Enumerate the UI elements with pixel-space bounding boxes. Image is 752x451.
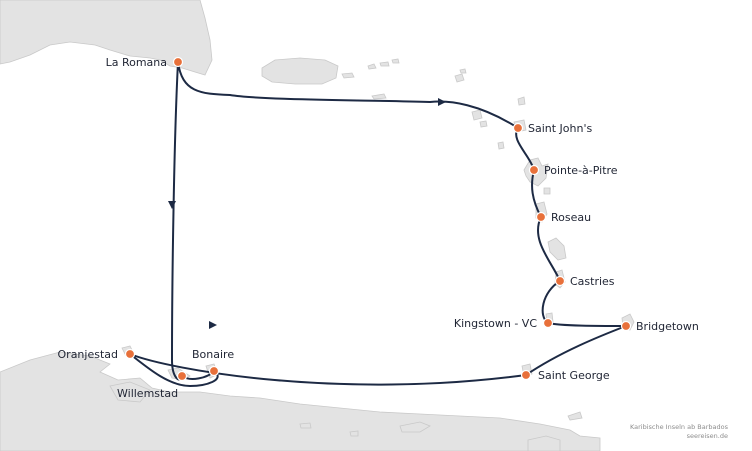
- land-islet-2: [367, 63, 377, 70]
- port-label-willemstad: Willemstad: [117, 387, 178, 400]
- land-islet-3: [379, 61, 390, 67]
- land-barbuda: [517, 96, 526, 106]
- land-islet-5: [371, 93, 387, 100]
- port-marker-castries[interactable]: [554, 275, 566, 287]
- land-islet-9: [479, 120, 488, 128]
- port-marker-la-romana[interactable]: [172, 56, 184, 68]
- route-arrow-west: [438, 98, 446, 106]
- land-islet-1: [341, 72, 355, 79]
- port-marker-willemstad[interactable]: [176, 370, 188, 382]
- land-south-america: [0, 351, 601, 451]
- port-marker-oranjestad[interactable]: [124, 348, 136, 360]
- land-hispaniola: [0, 0, 213, 76]
- land-tobago: [567, 411, 583, 421]
- credit-title: Karibische Inseln ab Barbados: [630, 423, 728, 431]
- land-islet-7: [459, 68, 467, 74]
- land-martinique: [547, 237, 567, 261]
- land-marie-galante: [543, 187, 551, 195]
- port-marker-saint-johns[interactable]: [512, 122, 524, 134]
- land-trinidad: [527, 435, 561, 451]
- port-label-castries: Castries: [570, 275, 615, 288]
- port-label-oranjestad: Oranjestad: [58, 348, 118, 361]
- map-credit: Karibische Inseln ab Barbados seereisen.…: [630, 423, 728, 441]
- route-layer: [129, 61, 627, 387]
- land-puerto-rico: [261, 57, 339, 85]
- port-marker-kingstown[interactable]: [542, 317, 554, 329]
- route-path: [129, 61, 627, 387]
- land-islet-10: [497, 141, 505, 150]
- port-marker-roseau[interactable]: [535, 211, 547, 223]
- route-arrow-south: [168, 201, 176, 209]
- land-islet-8: [471, 109, 483, 121]
- port-marker-bridgetown[interactable]: [620, 320, 632, 332]
- port-label-kingstown: Kingstown - VC: [454, 317, 537, 330]
- port-label-pointe-a-pitre: Pointe-à-Pitre: [544, 164, 618, 177]
- land-islet-6: [454, 73, 465, 83]
- port-label-saint-george: Saint George: [538, 369, 610, 382]
- land-islet-margarita: [399, 421, 431, 433]
- land-guajira: [109, 381, 151, 403]
- port-marker-pointe-a-pitre[interactable]: [528, 164, 540, 176]
- credit-source: seereisen.de: [686, 432, 728, 440]
- land-islet-coche: [349, 430, 359, 437]
- port-marker-bonaire[interactable]: [208, 365, 220, 377]
- route-arrow-east: [209, 321, 217, 329]
- land-islet-4: [391, 58, 400, 64]
- land-islet-tortuga: [299, 422, 312, 429]
- port-label-roseau: Roseau: [551, 211, 591, 224]
- port-label-bonaire: Bonaire: [192, 348, 234, 361]
- ports-layer: La Romana Saint John's Pointe-à-Pitre Ro…: [58, 56, 699, 400]
- port-label-la-romana: La Romana: [106, 56, 167, 69]
- port-label-bridgetown: Bridgetown: [636, 320, 699, 333]
- port-label-saint-johns: Saint John's: [528, 122, 593, 135]
- port-marker-saint-george[interactable]: [520, 369, 532, 381]
